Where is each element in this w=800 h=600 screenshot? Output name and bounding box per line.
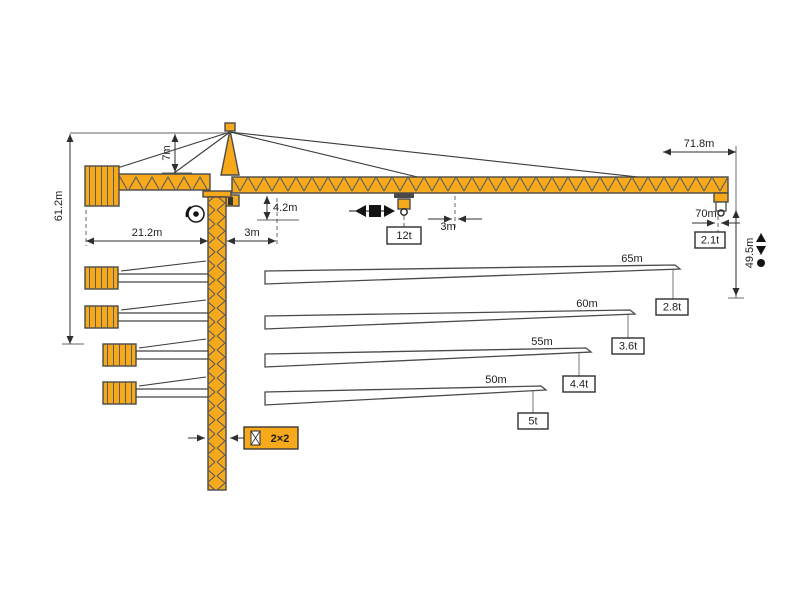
label-tip-load: 2.1t	[701, 234, 719, 246]
dim-counter-jib-length: 21.2m	[86, 227, 208, 245]
mast-section-callout: 2×2	[188, 426, 299, 450]
label-hook-radius: 70m	[695, 208, 716, 220]
label-jib-length: 71.8m	[684, 138, 715, 150]
label-tower-height: 61.2m	[53, 191, 65, 222]
counterjib-variant-row-3	[102, 338, 209, 367]
label-apex-height: 7m	[161, 145, 173, 160]
dim-trolley-offset: 3m	[428, 215, 482, 233]
counterjib-variant-row-1	[84, 260, 209, 290]
apex-cap	[224, 122, 236, 132]
jib-variant-row-60m: 60m 3.6t	[264, 298, 645, 355]
jib-variant-tip-load: 4.4t	[570, 378, 588, 390]
tip-load-callout: 2.1t	[694, 231, 726, 249]
jib-variant-length: 55m	[531, 336, 552, 348]
jib-variant-row-55m: 55m 4.4t	[264, 336, 596, 393]
mast-section-icon	[250, 430, 261, 446]
turntable	[202, 190, 232, 198]
label-trolley-offset: 3m	[440, 221, 455, 233]
counterjib-variant-row-4	[102, 376, 209, 405]
slewing-icon	[185, 205, 205, 223]
jib-variant-bar	[264, 385, 548, 406]
dim-tower-height: 61.2m	[53, 134, 74, 344]
jib-tip	[713, 192, 729, 203]
jib-variant-bar	[264, 264, 682, 285]
label-mast-section: 2×2	[271, 433, 290, 445]
tower-mast	[202, 190, 232, 491]
dim-apex-height: 7m	[161, 134, 179, 172]
dim-jib-length: 71.8m	[663, 138, 736, 156]
label-jib-depth: 4.2m	[273, 202, 297, 214]
label-hook-height: 49.5m	[744, 238, 756, 269]
trolley-hook-icon	[394, 193, 414, 216]
mast-lattice	[208, 197, 226, 490]
jib	[225, 176, 729, 217]
jib-lattice	[232, 177, 728, 193]
label-max-load: 12t	[396, 230, 411, 242]
hook-travel-icon	[756, 233, 766, 267]
trolley-travel-icon	[349, 205, 395, 217]
label-min-radius: 3m	[244, 227, 259, 239]
jib-variant-row-50m: 50m 5t	[264, 374, 549, 430]
pendant-ropes	[107, 131, 693, 184]
jib-variant-row-65m: 65m 2.8t	[264, 253, 689, 316]
jib-variant-bar	[264, 309, 637, 330]
counterweight-stripes	[85, 166, 119, 206]
jib-variant-tip-load: 2.8t	[663, 301, 681, 313]
label-counter-jib-length: 21.2m	[132, 227, 163, 239]
dim-hook-height: 49.5m	[732, 210, 756, 296]
max-load-callout: 12t	[386, 226, 422, 245]
tip-hook-icon	[715, 201, 727, 217]
counterjib-variant-row-2	[84, 299, 209, 329]
dim-jib-depth: 4.2m	[257, 196, 299, 221]
jib-variant-length: 60m	[576, 298, 597, 310]
jib-variant-tip-load: 5t	[528, 415, 537, 427]
counter-jib	[84, 165, 211, 207]
jib-variant-length: 65m	[621, 253, 642, 265]
jib-variant-bar	[264, 347, 593, 368]
tower-apex	[220, 122, 240, 176]
jib-variant-length: 50m	[485, 374, 506, 386]
jib-variant-tip-load: 3.6t	[619, 340, 637, 352]
dim-min-radius: 3m	[227, 227, 276, 245]
